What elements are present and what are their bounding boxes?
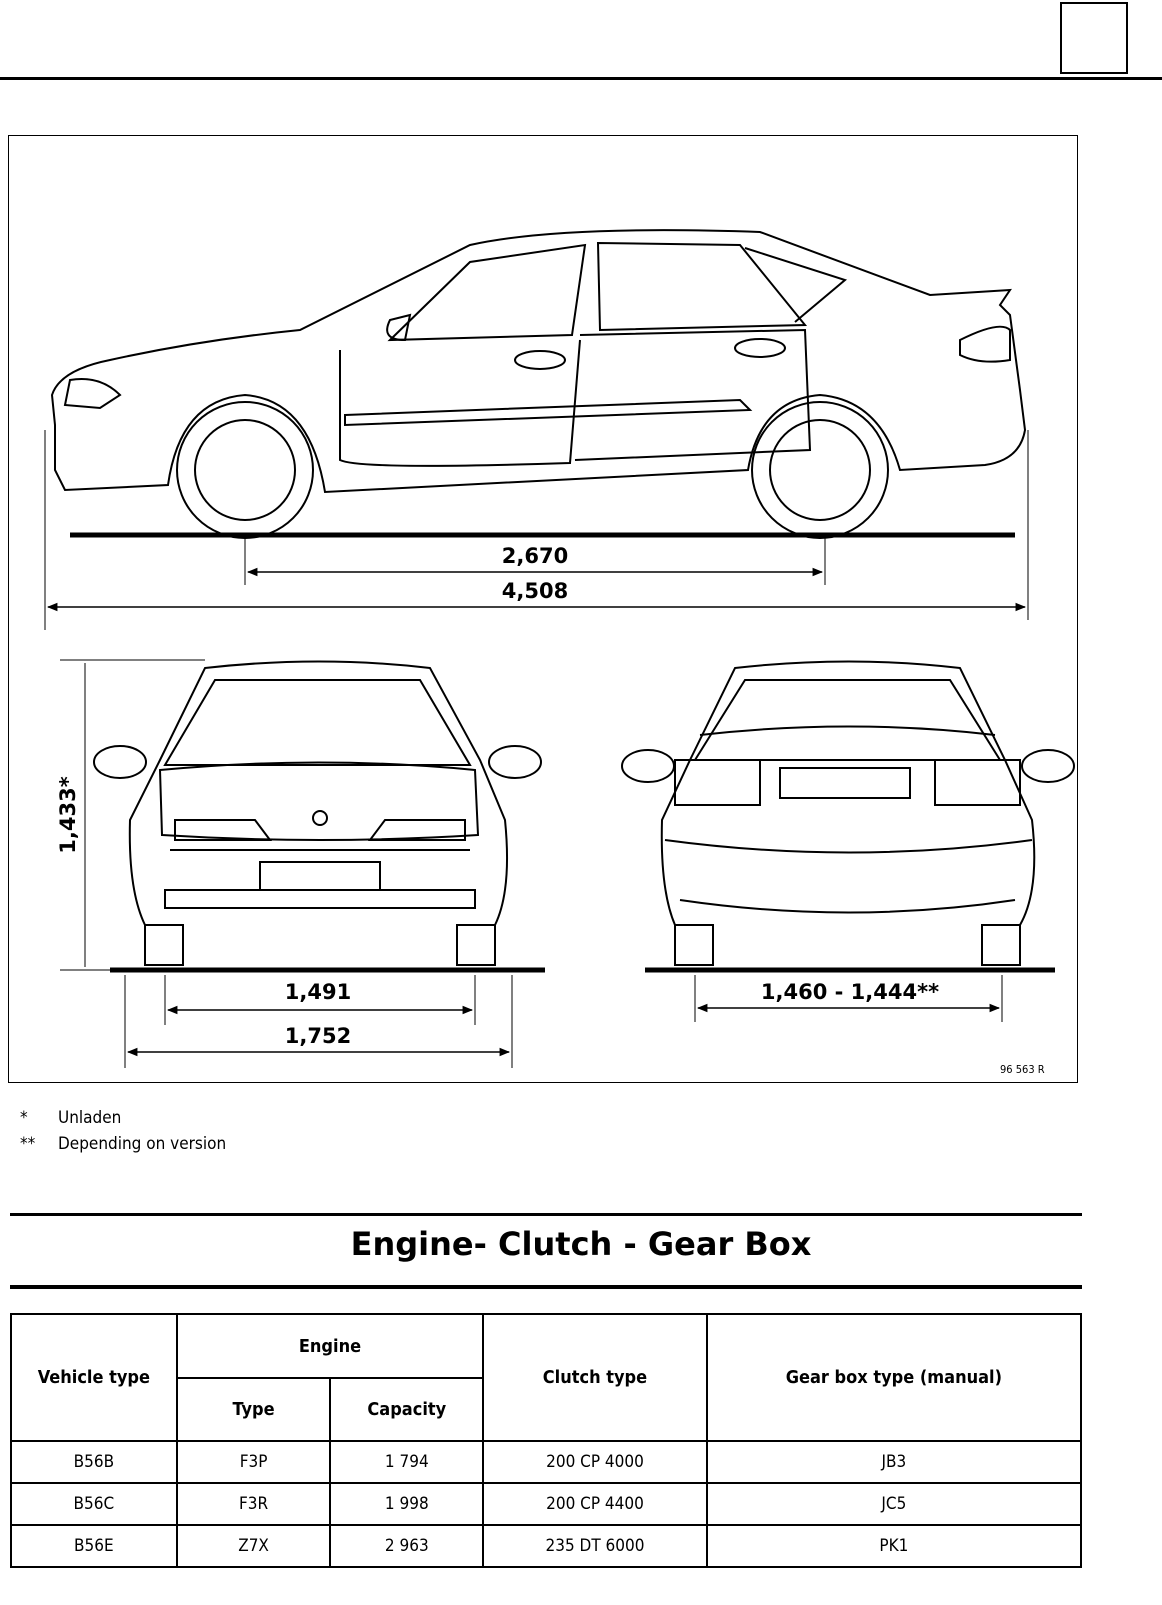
header-clutch-type: Clutch type [482,1313,708,1442]
cell-vehicle: B56B [10,1440,178,1484]
drawing-frame [8,135,1078,1083]
header-capacity: Capacity [329,1377,485,1442]
cell-vehicle: B56C [10,1482,178,1526]
cell-capacity: 2 963 [329,1524,485,1568]
cell-vehicle: B56E [10,1524,178,1568]
side-view-car [50,229,1027,539]
cell-engine: F3P [175,1440,332,1484]
cell-capacity: 1 998 [329,1482,485,1526]
cell-clutch: 235 DT 6000 [482,1524,708,1568]
section-title: Engine- Clutch - Gear Box [350,1225,812,1263]
drawing-reference: 96 563 R [1000,1063,1045,1076]
overall-length-label: 4,508 [501,579,569,603]
cell-clutch: 200 CP 4000 [482,1440,708,1484]
cell-gearbox: JB3 [705,1440,1083,1484]
footnote-mark: * [20,1108,28,1128]
header-engine: Engine [175,1313,485,1379]
cell-gearbox: JC5 [705,1482,1083,1526]
footnote-unladen: * Unladen [20,1108,121,1128]
footnote-version: ** Depending on version [20,1134,226,1154]
header-gearbox-type: Gear box type (manual) [705,1313,1083,1442]
header-engine-type: Type [175,1377,332,1442]
table-row: B56E Z7X 2 963 235 DT 6000 PK1 [10,1524,1083,1568]
table-row: B56B F3P 1 794 200 CP 4000 JB3 [10,1440,1083,1484]
section-rule-top [10,1213,1082,1216]
overall-width-label: 1,752 [284,1024,352,1048]
section-rule-bottom [10,1285,1082,1289]
engine-clutch-gearbox-table: Vehicle type Engine Clutch type Gear box… [10,1313,1083,1568]
rear-track-label: 1,460 - 1,444** [760,980,940,1004]
vehicle-dimension-drawing [44,229,1075,1068]
header-rule [0,77,1162,80]
rear-view-car [621,660,1075,966]
header-vehicle-type: Vehicle type [10,1313,178,1442]
height-label: 1,433* [56,776,80,854]
footnote-text: Unladen [58,1108,122,1128]
front-view-car [93,660,542,966]
front-track-label: 1,491 [284,980,352,1004]
footnote-mark: ** [20,1134,36,1154]
cell-engine: Z7X [175,1524,332,1568]
page-tab-box [1060,2,1128,74]
cell-clutch: 200 CP 4400 [482,1482,708,1526]
table-row: B56C F3R 1 998 200 CP 4400 JC5 [10,1482,1083,1526]
cell-engine: F3R [175,1482,332,1526]
footnote-text: Depending on version [58,1134,227,1154]
cell-gearbox: PK1 [705,1524,1083,1568]
cell-capacity: 1 794 [329,1440,485,1484]
wheelbase-label: 2,670 [501,544,569,568]
